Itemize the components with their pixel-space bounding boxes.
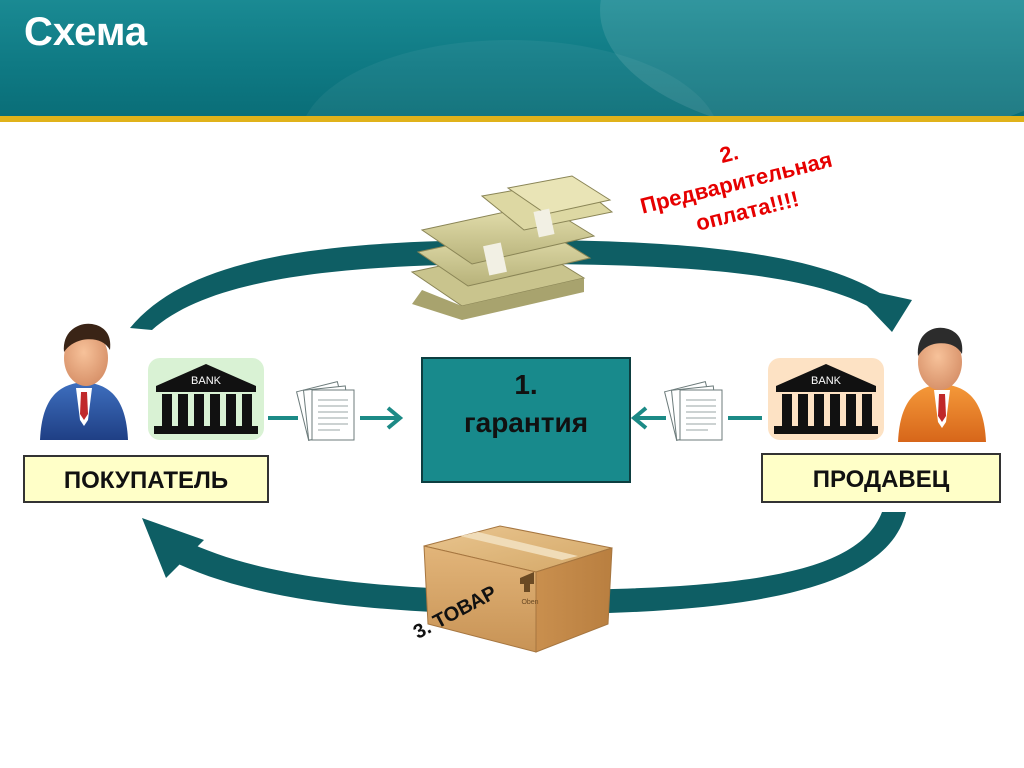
left-documents-icon <box>297 382 354 441</box>
seller-person-icon <box>898 328 986 442</box>
guarantee-box: 1. гарантия <box>422 358 630 482</box>
seller-label: ПРОДАВЕЦ <box>813 466 950 493</box>
payment-note-number: 2. <box>717 139 741 168</box>
buyer-label: ПОКУПАТЕЛЬ <box>64 467 228 494</box>
guarantee-label: гарантия <box>464 407 588 438</box>
buyer-label-box: ПОКУПАТЕЛЬ <box>24 456 268 502</box>
seller-bank-icon: BANK <box>768 358 884 440</box>
seller-bank-sign: BANK <box>811 375 842 387</box>
box-up-mark: Oben <box>521 599 538 606</box>
guarantee-number: 1. <box>514 369 537 400</box>
buyer-bank-sign: BANK <box>191 375 222 387</box>
right-documents-icon <box>665 382 722 441</box>
buyer-person-icon <box>40 324 128 440</box>
seller-label-box: ПРОДАВЕЦ <box>762 454 1000 502</box>
buyer-bank-icon: BANK <box>148 358 264 440</box>
payment-note: 2. Предварительная оплата!!!! <box>630 118 841 248</box>
payment-arrowhead <box>848 286 912 332</box>
cardboard-box-icon: Oben <box>424 526 612 652</box>
